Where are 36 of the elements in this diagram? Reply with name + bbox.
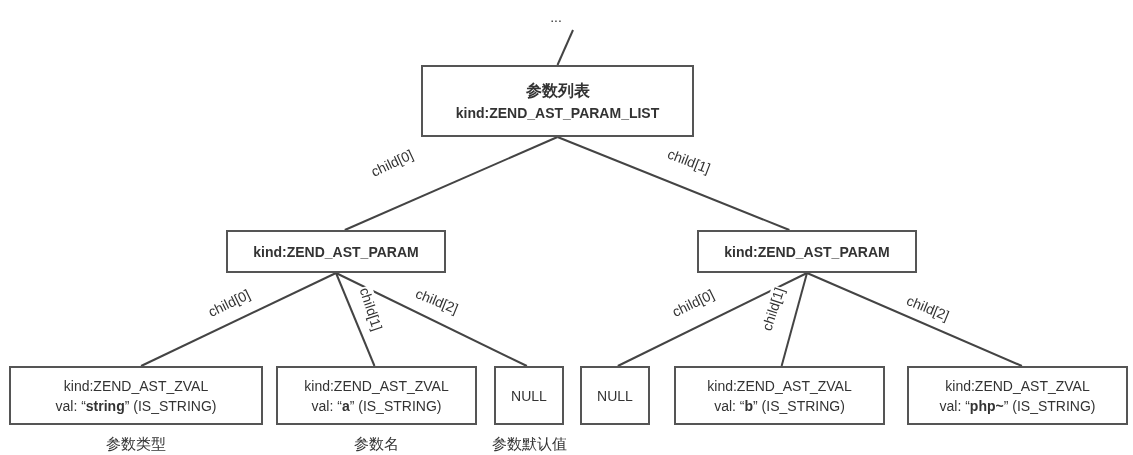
connector-line (335, 272, 528, 367)
connector-line (780, 272, 808, 367)
node-title: 参数列表 (525, 81, 590, 101)
ast-node-box (907, 366, 1128, 425)
node-text: kind:ZEND_AST_ZVAL (63, 376, 209, 396)
connector-line (140, 272, 337, 367)
ast-node-box (697, 230, 917, 273)
ast-node-box (674, 366, 885, 425)
connector-line (556, 29, 574, 66)
ast-node-box (421, 65, 694, 137)
connector-line (556, 136, 791, 231)
ast-node-box (494, 366, 564, 425)
ellipsis-text: ... (550, 8, 562, 27)
node-text: NULL (511, 386, 547, 406)
node-text: val: “a” (IS_STRING) (311, 396, 442, 416)
node-text: NULL (597, 386, 633, 406)
node-text: kind:ZEND_AST_PARAM_LIST (455, 104, 660, 123)
node-text: kind:ZEND_AST_ZVAL (945, 376, 1090, 396)
ast-node-box (9, 366, 263, 425)
connector-line (806, 272, 1023, 367)
node-caption: 参数默认值 (491, 435, 567, 454)
node-text: val: “b” (IS_STRING) (714, 396, 845, 416)
ast-node-box (226, 230, 446, 273)
node-caption: 参数类型 (106, 435, 166, 454)
node-text: kind:ZEND_AST_ZVAL (707, 376, 852, 396)
connector-line (616, 272, 808, 367)
ast-node-box (580, 366, 650, 425)
ast-node-box (276, 366, 477, 425)
connector-line (335, 272, 376, 367)
node-text: kind:ZEND_AST_ZVAL (304, 376, 449, 396)
node-text: kind:ZEND_AST_PARAM (253, 242, 419, 262)
node-caption: 参数名 (354, 435, 399, 454)
node-text: kind:ZEND_AST_PARAM (724, 242, 890, 262)
node-text: val: “string” (IS_STRING) (55, 396, 217, 416)
connector-line (343, 136, 559, 231)
node-text: val: “php~” (IS_STRING) (939, 396, 1096, 416)
